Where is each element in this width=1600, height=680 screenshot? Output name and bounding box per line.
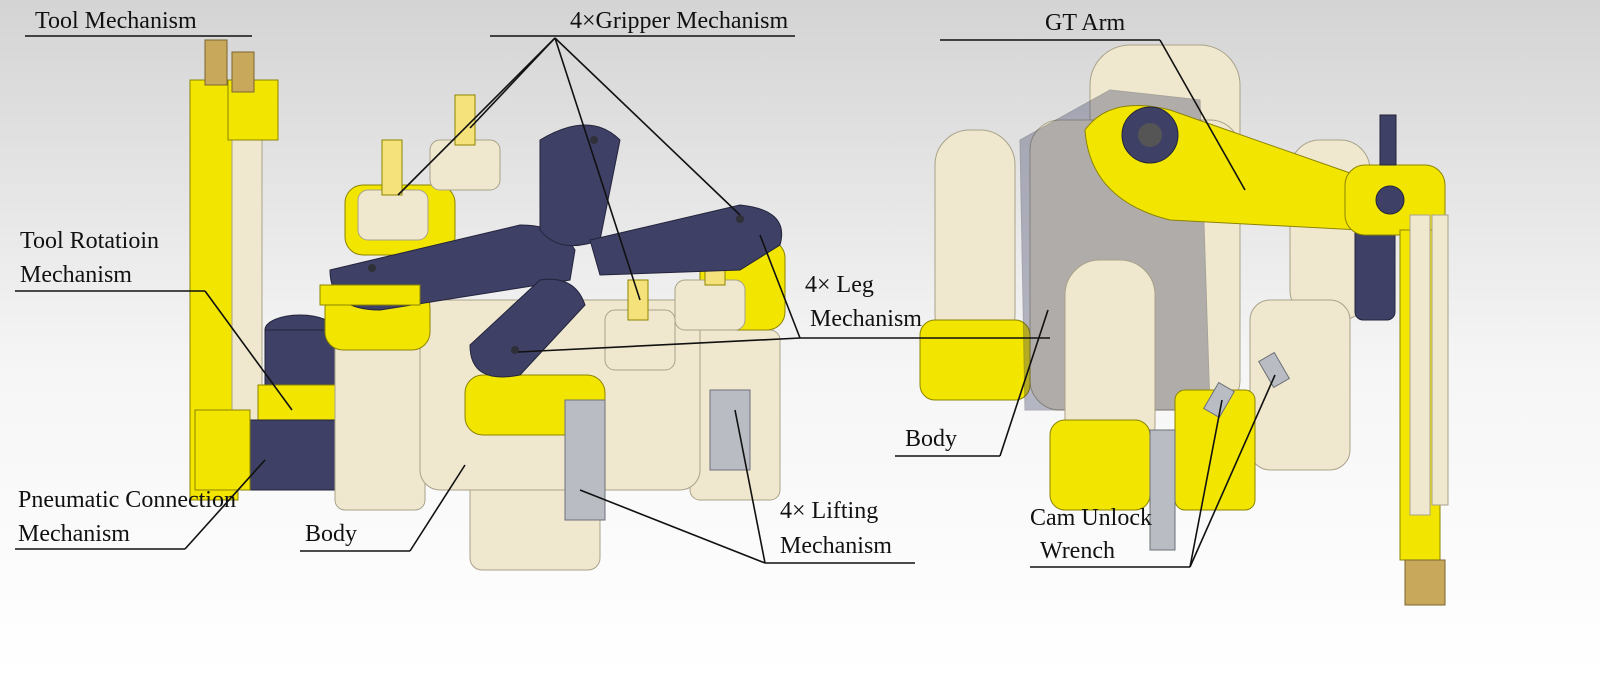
label-text: Wrench <box>1040 538 1115 564</box>
lifting-part <box>564 399 606 521</box>
label-text: Mechanism <box>780 533 892 559</box>
label-text: Body <box>305 521 357 547</box>
label-body-left: Body <box>300 464 466 552</box>
label-lifting-mechanism: 4× Lifting Mechanism <box>579 409 915 564</box>
leg-part <box>334 329 426 511</box>
label-text: Mechanism <box>810 306 922 332</box>
label-text: 4×Gripper Mechanism <box>570 8 788 34</box>
left-robot-render <box>189 39 786 571</box>
label-pneumatic-connection-mechanism: Pneumatic Connection Mechanism <box>15 459 266 550</box>
label-leg-mechanism: 4× Leg Mechanism <box>517 234 1050 353</box>
label-text: Tool Mechanism <box>35 8 197 34</box>
label-text: GT Arm <box>1045 10 1126 36</box>
tool-rotation-part <box>194 314 339 491</box>
label-text: Mechanism <box>20 262 132 288</box>
gt-arm-part <box>1084 105 1371 231</box>
label-cam-unlock-wrench: Cam Unlock Wrench <box>1030 374 1276 568</box>
label-text: 4× Leg <box>805 272 874 298</box>
label-text: Body <box>905 426 957 452</box>
cam-unlock-wrench-part <box>1174 351 1290 511</box>
label-text: Cam Unlock <box>1030 505 1152 531</box>
label-gt-arm: GT Arm <box>940 10 1246 191</box>
label-text: 4× Lifting <box>780 498 878 524</box>
label-text: Mechanism <box>18 521 130 547</box>
label-text: Pneumatic Connection <box>18 487 236 513</box>
label-body-right: Body <box>895 309 1049 457</box>
label-gripper-mechanism: 4×Gripper Mechanism <box>397 8 795 301</box>
label-text: Tool Rotatioin <box>20 228 159 254</box>
label-tool-mechanism: Tool Mechanism <box>25 8 252 37</box>
label-tool-rotation-mechanism: Tool Rotatioin Mechanism <box>15 228 293 411</box>
leg-arm-plates <box>319 124 782 378</box>
right-robot-render <box>919 44 1449 606</box>
lifting-part <box>709 389 751 471</box>
